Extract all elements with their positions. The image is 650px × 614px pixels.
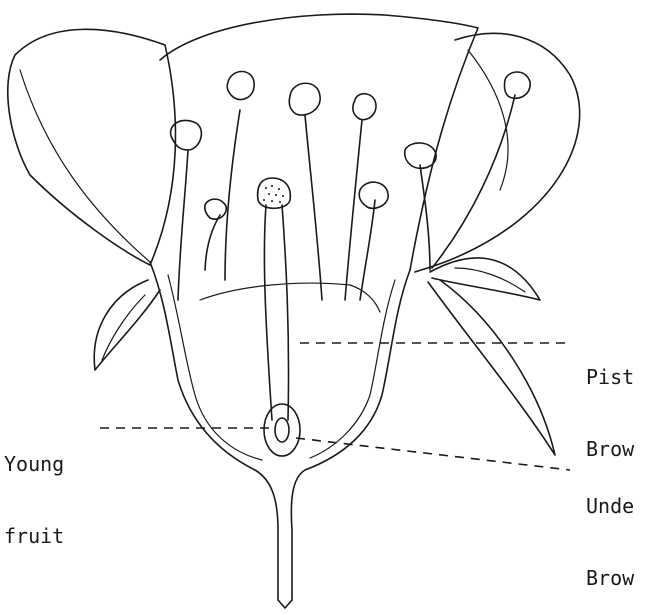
stem-tip	[278, 600, 292, 608]
left-sepal	[94, 280, 160, 370]
ovule	[275, 418, 289, 442]
cup-rim	[200, 283, 380, 312]
center-petal	[160, 14, 478, 270]
label-young-fruit: Young fruit	[4, 404, 64, 572]
left-sepal-vein	[102, 295, 145, 360]
right-upper-sepal-vein	[455, 268, 525, 292]
label-under-line2: Brow	[586, 566, 634, 590]
label-young-fruit-line2: fruit	[4, 524, 64, 548]
stamens	[171, 72, 531, 301]
right-upper-sepal	[430, 258, 540, 300]
ovary	[264, 404, 300, 456]
label-under: Unde Brow	[586, 446, 634, 614]
left-petal	[8, 29, 176, 265]
stigma-stipple	[263, 185, 284, 203]
receptacle-outer-right	[291, 270, 410, 600]
right-lower-sepal	[428, 280, 555, 455]
receptacle-inner-right	[310, 280, 395, 458]
left-petal-inner-edge	[20, 70, 150, 262]
receptacle-inner-left	[168, 275, 262, 460]
label-under-line1: Unde	[586, 494, 634, 518]
pistil-style-right	[282, 205, 289, 420]
stigma	[258, 178, 291, 208]
label-young-fruit-line1: Young	[4, 452, 64, 476]
right-petal-vein	[468, 50, 508, 190]
pistil-style	[264, 205, 272, 420]
label-pistil-line1: Pist	[586, 365, 634, 389]
